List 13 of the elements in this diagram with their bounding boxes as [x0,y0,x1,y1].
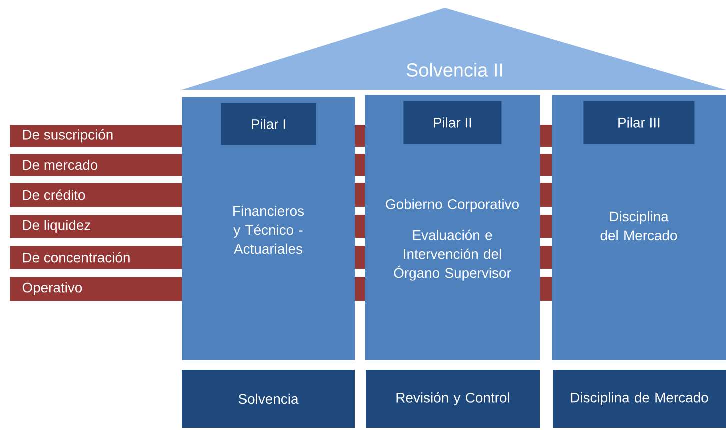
pillar-header: Pilar I [221,103,316,146]
risk-band: De liquidez [10,215,182,238]
risk-band: Operativo [10,277,182,302]
risk-band: De suscripción [10,125,182,148]
foundation-box: Disciplina de Mercado [553,370,726,428]
roof-triangle: Solvencia II [182,8,726,90]
risk-band: De concentración [10,246,182,270]
pillar-header: Pilar II [404,101,502,144]
foundation-box: Solvencia [182,370,355,428]
risk-band: De crédito [10,183,182,208]
foundation-box: Revisión y Control [366,370,540,428]
risk-band: De mercado [10,154,182,176]
pillar-header: Pilar III [584,101,695,144]
